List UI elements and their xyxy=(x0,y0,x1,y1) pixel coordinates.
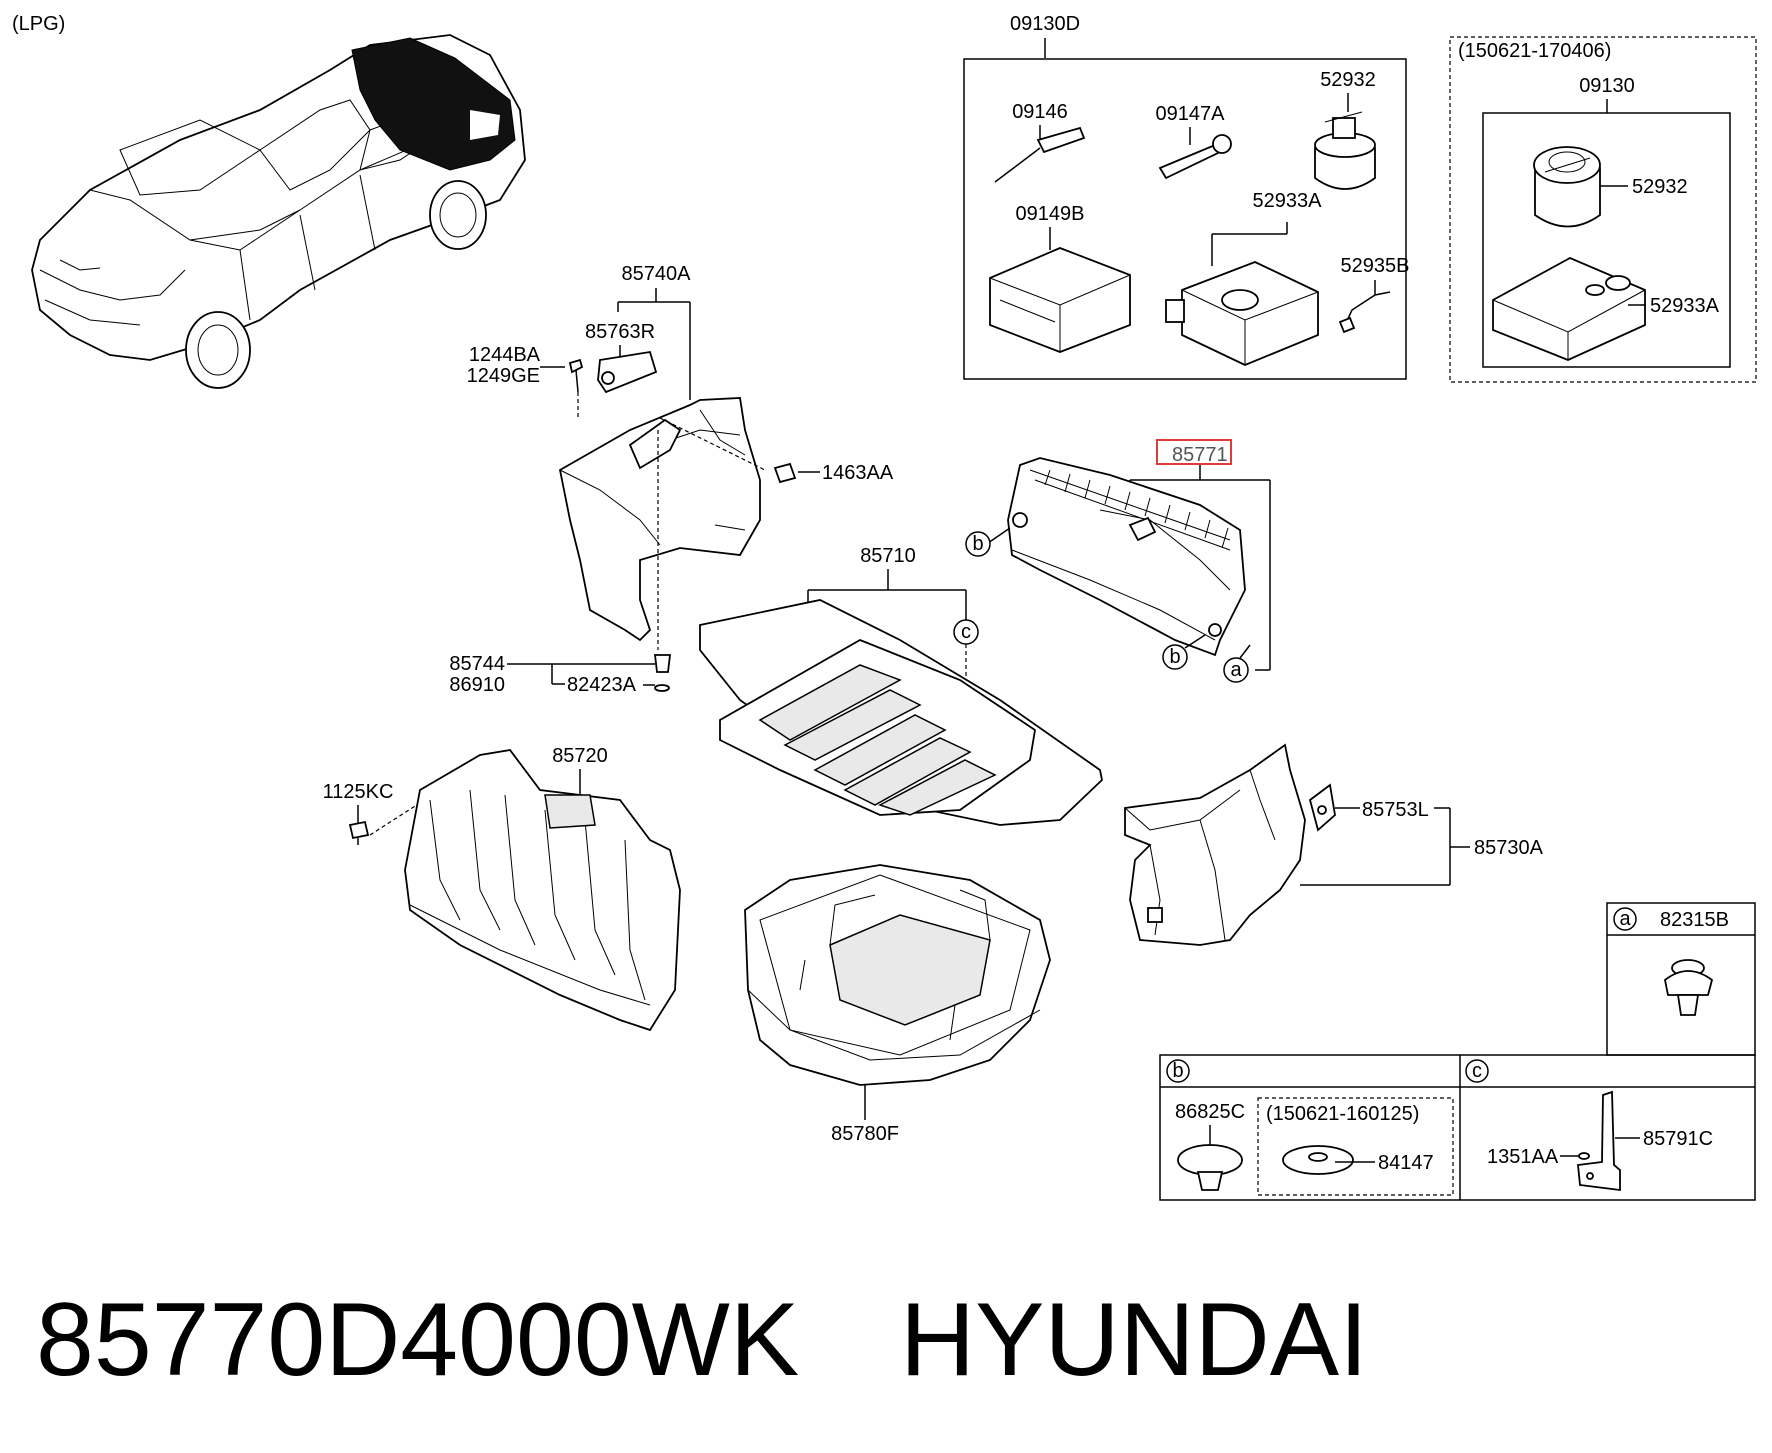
legend-c-part2: 85791C xyxy=(1643,1128,1713,1150)
alt-kit-date-range: (150621-170406) xyxy=(1458,40,1611,62)
part-1249GE: 1249GE xyxy=(467,365,540,387)
legend-c-letter: c xyxy=(1472,1060,1482,1082)
footer-part-number: 85770D4000WK xyxy=(36,1282,799,1398)
bolt-1125KC-icon xyxy=(348,820,370,845)
part-85744: 85744 xyxy=(449,653,505,675)
kit-item-52932: 52932 xyxy=(1320,69,1376,91)
part-85730A: 85730A xyxy=(1474,837,1544,859)
part-85780F: 85780F xyxy=(831,1123,899,1145)
kit-item-52933A: 52933A xyxy=(1253,190,1323,212)
bracket-85791C-icon xyxy=(1577,1090,1621,1192)
clip-82315B-icon xyxy=(1664,959,1714,1016)
right-trim-group: 85753L 85730A xyxy=(1124,743,1544,946)
side-trim-85730A-icon xyxy=(1124,743,1306,946)
alt-kit-box-frame xyxy=(1482,112,1731,368)
luggage-mat-group: 85710 c xyxy=(699,545,1103,826)
screwdriver-icon xyxy=(994,126,1086,183)
svg-text:a: a xyxy=(1230,659,1242,681)
footer-brand: HYUNDAI xyxy=(900,1282,1368,1398)
legend-c-part1: 1351AA xyxy=(1487,1146,1559,1168)
compressor-icon xyxy=(1165,261,1319,366)
kit-item-09147A: 09147A xyxy=(1156,103,1226,125)
part-1463AA: 1463AA xyxy=(822,462,894,484)
legend-b-part1: 86825C xyxy=(1175,1101,1245,1123)
part-85763R: 85763R xyxy=(585,321,655,343)
transverse-trim-group: 85771 b b a xyxy=(965,439,1271,683)
legend-a: a 82315B xyxy=(1606,902,1756,1056)
kit-item-09149B: 09149B xyxy=(1016,203,1085,225)
luggage-tray-group: 85780F xyxy=(744,864,1051,1145)
svg-text:b: b xyxy=(972,533,983,555)
side-trim-85740A-icon xyxy=(558,397,761,642)
part-85771: 85771 xyxy=(1172,444,1228,466)
alt-compressor-icon xyxy=(1492,257,1646,361)
legend-bc: b 86825C (150621-160125) 84147 c 1351AA … xyxy=(1159,1054,1756,1201)
part-85740A: 85740A xyxy=(622,263,692,285)
svg-text:c: c xyxy=(961,621,971,643)
legend-b-part2: 84147 xyxy=(1378,1152,1434,1174)
luggage-mat-85710-icon xyxy=(699,599,1103,826)
kit-item-09146: 09146 xyxy=(1012,101,1068,123)
part-85753L: 85753L xyxy=(1362,799,1429,821)
kit-box-frame xyxy=(963,58,1407,380)
svg-text:b: b xyxy=(1169,646,1180,668)
legend-b-date-range: (150621-160125) xyxy=(1266,1103,1419,1125)
screw-1244BA-icon xyxy=(568,358,584,393)
legend-b-dashed-frame xyxy=(1257,1097,1454,1196)
part-85710: 85710 xyxy=(860,545,916,567)
cover-85763R-icon xyxy=(597,350,658,394)
callout-c-1: c xyxy=(953,619,979,645)
sealant-bottle-icon xyxy=(1314,111,1376,190)
car-illustration xyxy=(31,34,526,389)
part-1125KC: 1125KC xyxy=(323,781,394,803)
alt-kit-box-label: 09130 xyxy=(1579,75,1635,97)
legend-b-letter: b xyxy=(1172,1060,1183,1082)
callout-b-2: b xyxy=(1162,644,1188,670)
part-82423A: 82423A xyxy=(567,674,637,696)
part-1244BA: 1244BA xyxy=(469,344,541,366)
tool-bag-icon xyxy=(989,247,1131,353)
legend-a-letter: a xyxy=(1619,908,1631,930)
clip-1463AA-icon xyxy=(773,462,797,484)
kit-item-52935B: 52935B xyxy=(1341,255,1410,277)
transverse-trim-85771-icon xyxy=(1007,457,1246,657)
clip-86825C-icon xyxy=(1177,1144,1243,1191)
alt-kit-dashed-frame xyxy=(1449,36,1757,383)
variant-label: (LPG) xyxy=(12,13,65,35)
alt-kit-item-52932: 52932 xyxy=(1632,176,1688,198)
alt-tool-kit-group: (150621-170406) 09130 52932 52933A xyxy=(1449,36,1757,383)
part-86910: 86910 xyxy=(449,674,505,696)
legend-a-part: 82315B xyxy=(1660,909,1729,931)
hose-icon xyxy=(1338,291,1391,334)
callout-a-1: a xyxy=(1223,657,1249,683)
alt-sealant-bottle-icon xyxy=(1533,146,1601,228)
alt-kit-item-52933A: 52933A xyxy=(1650,295,1720,317)
highlight-box-85771 xyxy=(1156,439,1232,465)
bracket-85753L-icon xyxy=(1308,783,1336,832)
wrench-icon xyxy=(1158,134,1232,180)
part-85720: 85720 xyxy=(552,745,608,767)
kit-box-label: 09130D xyxy=(1010,13,1080,35)
callout-b-1: b xyxy=(965,531,991,557)
grommet-85744-icon xyxy=(653,654,672,692)
left-trim-group: 85740A 85763R 1244BA 1249GE 146 xyxy=(449,263,893,696)
washer-84147-icon xyxy=(1282,1145,1354,1175)
floor-cover-group: 85720 1125KC xyxy=(323,745,681,1032)
floor-cover-85720-icon xyxy=(404,749,681,1032)
tool-kit-group: 09130D 09146 09147A 52932 09149B xyxy=(963,13,1410,380)
luggage-tray-85780F-icon xyxy=(744,864,1051,1086)
